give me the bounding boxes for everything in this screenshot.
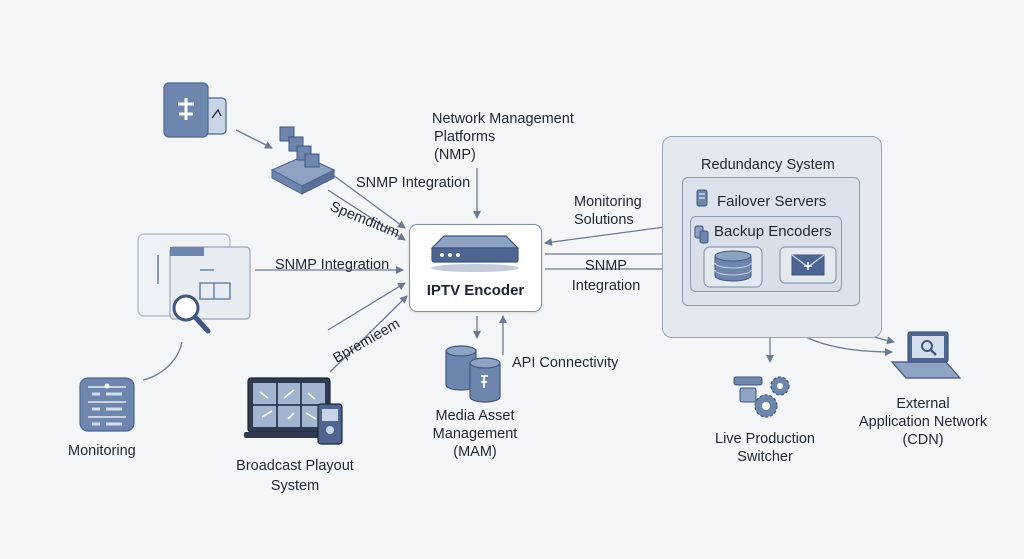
failover-server-icon [696, 189, 708, 207]
switcher-label-line-2: Switcher [737, 449, 793, 465]
edge-label-snmp-left: SNMP Integration [275, 257, 390, 273]
nmp-label-line-3: (NMP) [434, 147, 476, 163]
storage-icon [703, 246, 763, 288]
iptv-encoder-node: IPTV Encoder [409, 224, 542, 312]
mail-icon [779, 246, 837, 284]
mam-label-line-1: Media Asset [435, 408, 515, 424]
cdn-label-line-1: External [896, 396, 950, 412]
switcher-label: Live Production Switcher [700, 430, 830, 466]
cdn-label-line-3: (CDN) [902, 432, 944, 448]
mam-label: Media Asset Management (MAM) [420, 407, 530, 461]
edge-rack-to-encoder-bottom [327, 189, 406, 241]
monitoring-label: Monitoring [68, 443, 136, 459]
playout-label-line-2: System [270, 478, 320, 494]
edge-rack-to-encoder-top [332, 174, 406, 229]
playout-label-line-1: Broadcast Playout [236, 458, 354, 474]
edge-search-to-monitoring [142, 341, 183, 381]
document-tools-icon [163, 82, 227, 138]
snmp-right-line-1: SNMP [585, 258, 627, 274]
mam-label-line-2: Management [432, 426, 518, 442]
edge-label-api: API Connectivity [512, 355, 619, 371]
nmp-label-line-2: Platforms [434, 129, 496, 145]
playout-label: Broadcast Playout System [230, 457, 360, 495]
cdn-label-line-2: Application Network [858, 414, 988, 430]
switcher-label-line-1: Live Production [715, 431, 815, 447]
edge-doc-to-encoder [235, 129, 273, 149]
backup-encoder-icon [694, 225, 709, 244]
snmp-right-line-2: Integration [571, 278, 641, 294]
broadcast-playout-icon [244, 377, 343, 445]
failover-label: Failover Servers [717, 193, 827, 210]
database-icon [445, 345, 501, 403]
edge-label-monitoring-solutions: Monitoring Solutions [574, 193, 642, 229]
nmp-label: Network Management Platforms (NMP) [432, 110, 574, 164]
edge-playout-to-encoder-1 [327, 282, 406, 331]
monitoring-server-icon [79, 377, 135, 432]
cdn-label: External Application Network (CDN) [850, 395, 996, 449]
edge-playout-to-encoder-2 [329, 295, 408, 373]
cdn-screen-icon [890, 331, 962, 379]
nmp-label-line-1: Network Management [432, 111, 574, 127]
backup-label: Backup Encoders [714, 223, 832, 240]
edge-encoder-to-redundancy [544, 221, 681, 247]
monitoring-solutions-line-1: Monitoring [574, 194, 642, 210]
mam-label-line-3: (MAM) [453, 444, 497, 460]
monitoring-solutions-line-2: Solutions [574, 212, 634, 228]
gears-icon [733, 376, 790, 418]
server-rack-icon [270, 126, 336, 195]
edge-label-snmp-right: SNMP Integration [566, 257, 646, 295]
iptv-encoder-label: IPTV Encoder [426, 282, 525, 299]
edge-label-snmp-top: SNMP Integration [356, 175, 471, 191]
file-search-icon [137, 233, 251, 334]
redundancy-title: Redundancy System [701, 157, 835, 173]
